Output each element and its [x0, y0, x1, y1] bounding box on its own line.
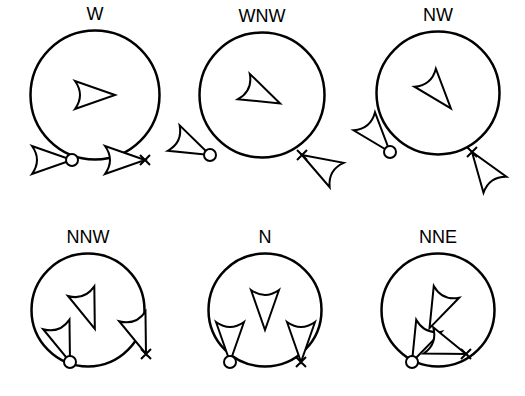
- wind-vane: [43, 320, 83, 367]
- wind-vane: [354, 112, 401, 161]
- wind-vane: [238, 74, 286, 116]
- direction-label: WNW: [198, 5, 326, 27]
- circle-outline: [32, 254, 145, 367]
- direction-label: W: [29, 3, 161, 25]
- direction-label: NW: [375, 4, 501, 26]
- wind-vane: [168, 125, 216, 167]
- station-circle: [64, 356, 76, 368]
- circle-outline: [377, 32, 500, 155]
- station-circle: [204, 149, 216, 161]
- wind-vane: [68, 286, 108, 333]
- station-cross: [297, 150, 307, 160]
- direction-label: NNW: [30, 226, 146, 248]
- wind-vane: [251, 290, 279, 330]
- wind-vane: [295, 143, 344, 187]
- station-cross: [467, 147, 477, 157]
- wind-vane: [287, 322, 315, 362]
- station-circle: [406, 356, 418, 368]
- wind-vane: [75, 81, 115, 109]
- wind-panel: W: [29, 3, 161, 161]
- wind-panel: WNW: [198, 5, 326, 159]
- circle-outline: [200, 33, 325, 158]
- station-cross: [461, 349, 471, 359]
- wind-vane: [414, 69, 461, 118]
- station-cross: [141, 349, 151, 359]
- circle-outline: [209, 254, 322, 367]
- circle-outline: [31, 31, 160, 160]
- direction-label: NNE: [380, 226, 496, 248]
- circle-outline: [382, 254, 495, 367]
- station-circle: [384, 146, 396, 158]
- wind-vane: [461, 144, 507, 193]
- station-cross: [140, 155, 150, 165]
- station-circle: [66, 154, 78, 166]
- wind-vane: [119, 312, 159, 359]
- direction-label: N: [207, 226, 323, 248]
- wind-vane: [424, 327, 471, 367]
- station-circle: [224, 356, 236, 368]
- wind-vane: [105, 146, 145, 174]
- station-cross: [296, 357, 306, 367]
